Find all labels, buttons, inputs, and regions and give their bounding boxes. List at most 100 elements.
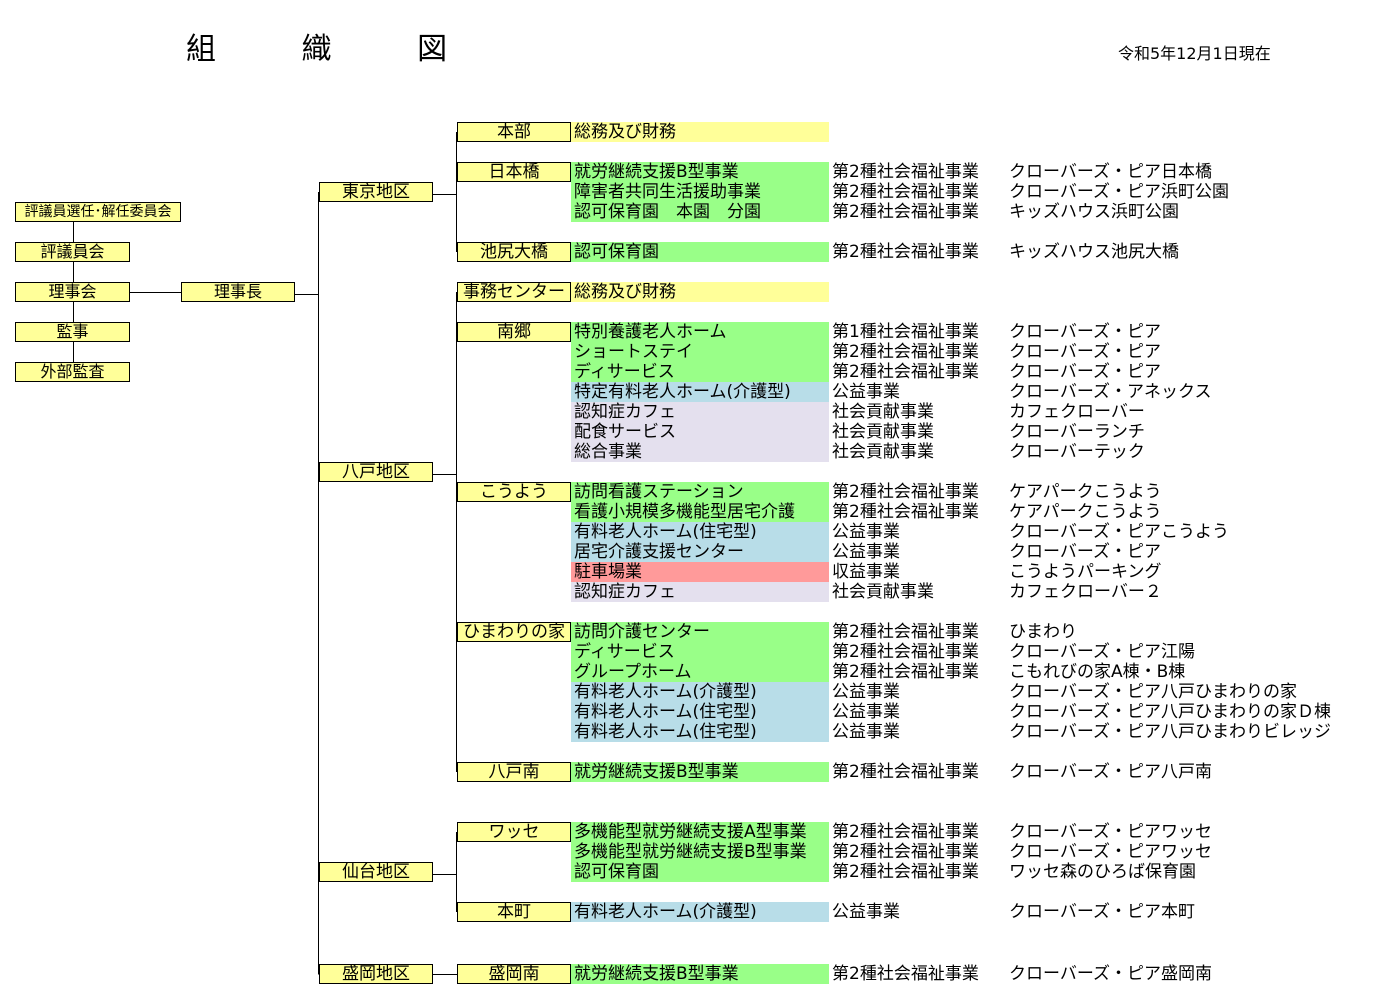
facility-cell: クローバーズ・ピア日本橋 [1009,161,1212,182]
facility-cell: クローバーズ・アネックス [1009,381,1212,402]
unit-box: 盛岡南 [457,964,571,984]
facility-cell: クローバーズ・ピア盛岡南 [1009,963,1212,984]
chairman-box: 理事長 [181,282,295,302]
category-cell: 第2種社会福祉事業 [832,821,979,842]
service-cell: 総務及び財務 [571,282,829,302]
external-audit-box: 外部監査 [15,362,130,382]
facility-cell: クローバーズ・ピア本町 [1009,901,1195,922]
unit-box: 事務センター [457,282,571,302]
unit-box: 南郷 [457,322,571,342]
facility-cell: こうようパーキング [1009,561,1162,582]
facility-cell: キッズハウス浜町公園 [1009,201,1179,222]
category-cell: 収益事業 [832,561,900,582]
facility-cell: クローバーランチ [1009,421,1145,442]
service-cell: 認可保育園 [571,242,829,262]
category-cell: 公益事業 [832,901,900,922]
category-cell: 第2種社会福祉事業 [832,201,979,222]
area-box-hachinohe: 八戸地区 [319,462,433,482]
category-cell: 第2種社会福祉事業 [832,641,979,662]
category-cell: 公益事業 [832,701,900,722]
facility-cell: ひまわり [1009,621,1077,642]
category-cell: 第2種社会福祉事業 [832,661,979,682]
unit-box: 池尻大橋 [457,242,571,262]
service-cell: 駐車場業 [571,562,829,582]
facility-cell: クローバーズ・ピア [1009,321,1161,342]
category-cell: 公益事業 [832,681,900,702]
service-cell: 特別養護老人ホーム [571,322,829,342]
unit-box: こうよう [457,482,571,502]
category-cell: 第2種社会福祉事業 [832,341,979,362]
facility-cell: ケアパークこうよう [1009,501,1162,522]
service-cell: 就労継続支援B型事業 [571,964,829,984]
service-cell: 認知症カフェ [571,582,829,602]
facility-cell: クローバーズ・ピアこうよう [1009,521,1229,542]
facility-cell: クローバーズ・ピアワッセ [1009,821,1212,842]
service-cell: 認可保育園 [571,862,829,882]
service-cell: 有料老人ホーム(住宅型) [571,522,829,542]
facility-cell: カフェクローバー [1009,401,1145,422]
unit-box: 八戸南 [457,762,571,782]
category-cell: 公益事業 [832,521,900,542]
unit-box: 日本橋 [457,162,571,182]
service-cell: 多機能型就労継続支援B型事業 [571,842,829,862]
category-cell: 第1種社会福祉事業 [832,321,979,342]
category-cell: 第2種社会福祉事業 [832,481,979,502]
service-cell: 訪問介護センター [571,622,829,642]
service-cell: 有料老人ホーム(住宅型) [571,702,829,722]
service-cell: 配食サービス [571,422,829,442]
councillors-box: 評議員会 [15,242,130,262]
category-cell: 第2種社会福祉事業 [832,181,979,202]
service-cell: 総合事業 [571,442,829,462]
service-cell: 訪問看護ステーション [571,482,829,502]
category-cell: 第2種社会福祉事業 [832,841,979,862]
category-cell: 公益事業 [832,541,900,562]
category-cell: 第2種社会福祉事業 [832,161,979,182]
board-box: 理事会 [15,282,130,302]
service-cell: 就労継続支援B型事業 [571,762,829,782]
category-cell: 社会貢献事業 [832,401,934,422]
facility-cell: クローバーズ・ピア [1009,361,1161,382]
service-cell: ディサービス [571,362,829,382]
service-cell: 特定有料老人ホーム(介護型) [571,382,829,402]
area-box-tokyo: 東京地区 [319,182,433,202]
facility-cell: クローバーズ・ピア浜町公園 [1009,181,1229,202]
facility-cell: ケアパークこうよう [1009,481,1162,502]
unit-box: 本部 [457,122,571,142]
category-cell: 社会貢献事業 [832,441,934,462]
facility-cell: ワッセ森のひろば保育園 [1009,861,1196,882]
facility-cell: クローバーズ・ピア八戸ひまわりの家Ｄ棟 [1009,701,1331,722]
service-cell: 看護小規模多機能型居宅介護 [571,502,829,522]
service-cell: 有料老人ホーム(住宅型) [571,722,829,742]
as-of-date: 令和5年12月1日現在 [1118,44,1271,63]
service-cell: 総務及び財務 [571,122,829,142]
category-cell: 社会貢献事業 [832,421,934,442]
service-cell: 就労継続支援B型事業 [571,162,829,182]
category-cell: 第2種社会福祉事業 [832,361,979,382]
category-cell: 第2種社会福祉事業 [832,621,979,642]
service-cell: 多機能型就労継続支援A型事業 [571,822,829,842]
category-cell: 公益事業 [832,721,900,742]
unit-box: 本町 [457,902,571,922]
facility-cell: クローバーズ・ピア [1009,541,1161,562]
facility-cell: キッズハウス池尻大橋 [1009,241,1179,262]
service-cell: ショートステイ [571,342,829,362]
facility-cell: クローバーズ・ピアワッセ [1009,841,1212,862]
facility-cell: クローバーズ・ピア [1009,341,1161,362]
page-title: 組 織 図 [186,32,486,67]
selection-committee-box: 評議員選任･解任委員会 [15,202,181,222]
service-cell: グループホーム [571,662,829,682]
auditor-box: 監事 [15,322,130,342]
facility-cell: カフェクローバー２ [1009,581,1162,602]
facility-cell: クローバーズ・ピア八戸ひまわりビレッジ [1009,721,1331,742]
category-cell: 第2種社会福祉事業 [832,761,979,782]
category-cell: 第2種社会福祉事業 [832,501,979,522]
facility-cell: こもれびの家A棟・B棟 [1009,661,1186,682]
service-cell: 認可保育園 本園 分園 [571,202,829,222]
service-cell: 有料老人ホーム(介護型) [571,902,829,922]
facility-cell: クローバーズ・ピア江陽 [1009,641,1195,662]
unit-box: ひまわりの家 [457,622,571,642]
service-cell: 有料老人ホーム(介護型) [571,682,829,702]
facility-cell: クローバーテック [1009,441,1145,462]
facility-cell: クローバーズ・ピア八戸南 [1009,761,1212,782]
